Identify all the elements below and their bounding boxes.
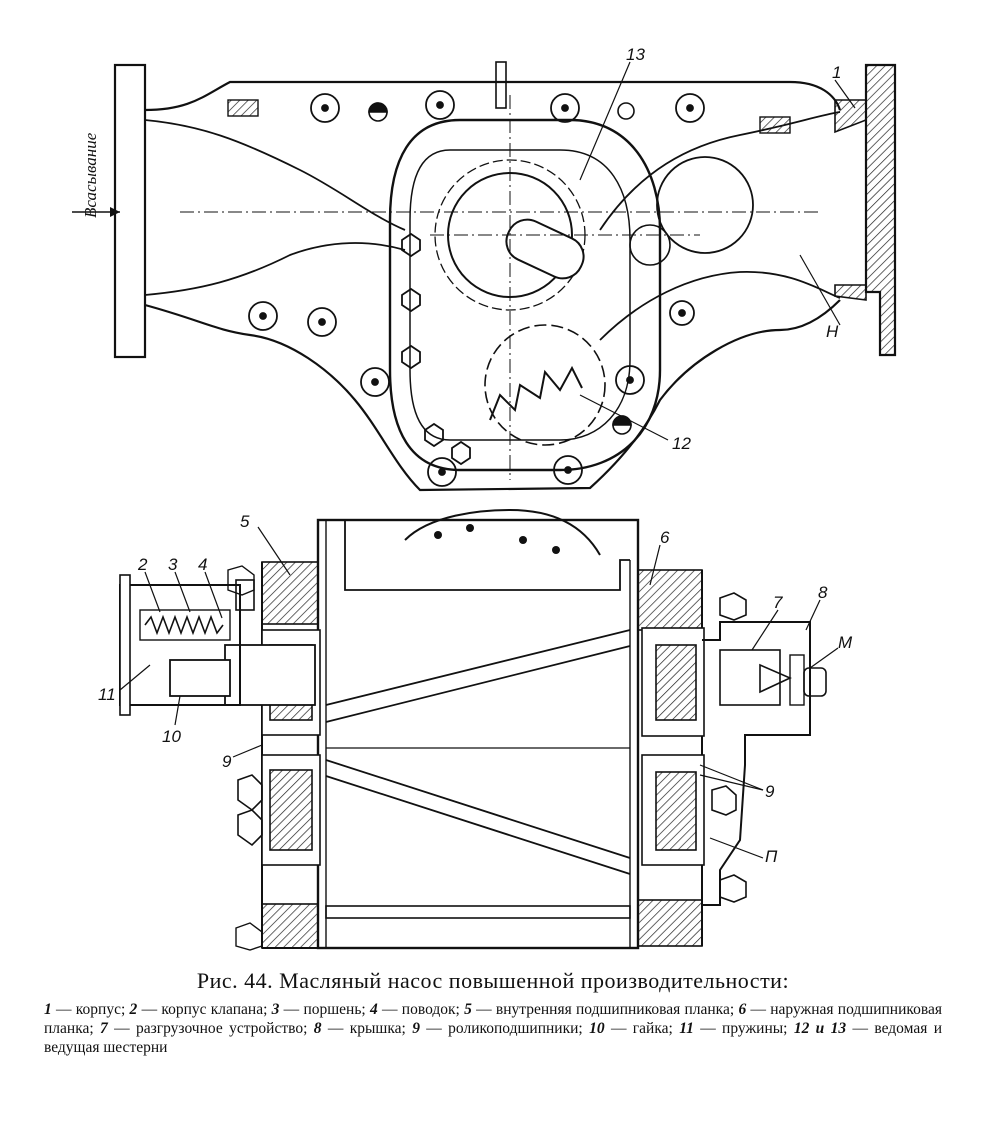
legend-item-text: — корпус клапана; — [137, 1001, 272, 1018]
legend-item-text: — разгрузочное устройство; — [107, 1020, 314, 1037]
callout-10: 10 — [162, 727, 181, 746]
legend-item: 9 — роликоподшипники; — [412, 1020, 589, 1037]
callout-13: 13 — [626, 45, 645, 64]
legend-item: 7 — разгрузочное устройство; — [100, 1020, 314, 1037]
caption-title: Рис. 44. Масляный насос повышенной произ… — [196, 968, 790, 993]
callout-9-left: 9 — [222, 752, 232, 771]
callout-5: 5 — [240, 512, 250, 531]
bearing-left-lower — [261, 754, 321, 866]
legend-item-text: — ведомая и ведущая шестерни — [44, 1020, 942, 1056]
legend-item-text: — крышка; — [321, 1020, 413, 1037]
spring — [144, 614, 224, 636]
pump-drawing: Всасывание 13 1 Н 12 — [72, 45, 897, 951]
legend-item: 10 — гайка; — [589, 1020, 679, 1037]
legend-item-number: 10 — [589, 1020, 605, 1037]
legend-item-text: — гайка; — [604, 1020, 680, 1037]
legend-item: 11 — пружины; — [679, 1020, 794, 1037]
callout-4: 4 — [198, 555, 207, 574]
legend-item: 3 — поршень; — [272, 1001, 370, 1018]
legend: 1 — корпус; 2 — корпус клапана; 3 — порш… — [30, 1000, 956, 1057]
cover — [702, 621, 811, 906]
callout-2: 2 — [137, 555, 148, 574]
legend-item-text: — поводок; — [377, 1001, 465, 1018]
gear-casing — [388, 118, 662, 472]
section-view — [119, 508, 839, 951]
legend-item-number: 7 — [100, 1020, 108, 1037]
legend-item: 6 — наружная подшипниковая планка; — [44, 1001, 942, 1037]
legend-item-text: — пружины; — [693, 1020, 794, 1037]
legend-item-text: — роликоподшипники; — [419, 1020, 590, 1037]
bearing-right-upper — [641, 627, 705, 737]
callout-8: 8 — [818, 583, 828, 602]
top-view — [72, 61, 897, 492]
legend-item-number: 5 — [464, 1001, 472, 1018]
housing-section — [316, 518, 640, 950]
callout-3: 3 — [168, 555, 178, 574]
legend-item-number: 9 — [412, 1020, 420, 1037]
callout-9-right: 9 — [765, 782, 775, 801]
legend-item-number: 4 — [370, 1001, 378, 1018]
pump-body-outline — [144, 80, 842, 492]
legend-item-text: — наружная подшипниковая планка; — [44, 1001, 943, 1037]
callout-1: 1 — [832, 63, 841, 82]
legend-item-number: 6 — [738, 1001, 747, 1018]
callout-12: 12 — [672, 434, 691, 453]
callout-P: П — [765, 847, 778, 866]
legend-item-number: 3 — [271, 1001, 280, 1018]
driven-gear-12 — [484, 324, 606, 446]
inlet-label: Всасывание — [81, 132, 100, 218]
legend-item: 4 — поводок; — [370, 1001, 464, 1018]
legend-item-text: — поршень; — [279, 1001, 371, 1018]
legend-item: 5 — внутренняя подшипниковая планка; — [464, 1001, 738, 1018]
callout-6: 6 — [660, 528, 670, 547]
legend-item-text: — внутренняя подшипниковая планка; — [471, 1001, 739, 1018]
legend-item: 12 и 13 — ведомая и ведущая шестерни — [44, 1020, 942, 1056]
callout-7: 7 — [773, 593, 783, 612]
callout-11: 11 — [98, 685, 116, 704]
legend-item-number: 12 и 13 — [793, 1020, 847, 1037]
relief-device — [719, 649, 781, 706]
outlet-flange — [864, 63, 897, 357]
legend-item-text: — корпус; — [51, 1001, 130, 1018]
callout-M: М — [838, 633, 853, 652]
callout-H: Н — [826, 322, 839, 341]
legend-item: 1 — корпус; — [44, 1001, 130, 1018]
legend-item: 2 — корпус клапана; — [130, 1001, 272, 1018]
legend-item-number: 8 — [313, 1020, 322, 1037]
legend-item-number: 1 — [44, 1001, 52, 1018]
figure-caption: Рис. 44. Масляный насос повышенной произ… — [30, 968, 956, 1057]
inlet-flange — [113, 63, 147, 359]
legend-item: 8 — крышка; — [314, 1020, 412, 1037]
legend-item-number: 11 — [679, 1020, 694, 1037]
legend-item-number: 2 — [129, 1001, 138, 1018]
bearing-right-lower — [641, 754, 705, 866]
